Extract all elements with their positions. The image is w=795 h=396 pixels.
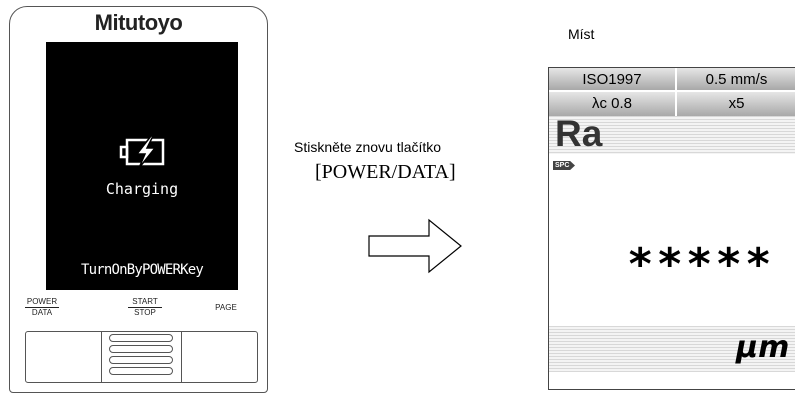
parameter-name: Ra xyxy=(555,113,603,154)
power-data-button[interactable] xyxy=(26,332,102,382)
start-stop-key-label: START STOP xyxy=(128,297,162,318)
speed-label: 0.5 mm/s xyxy=(677,68,795,92)
brand-logo: Mitutoyo xyxy=(94,10,183,35)
unit-label: μm xyxy=(736,330,790,365)
measurement-display: ISO1997 0.5 mm/s λc 0.8 x5 Ra SPC ***** … xyxy=(548,67,795,390)
unit-bar: μm xyxy=(549,326,795,372)
power-data-key-label: POWER DATA xyxy=(25,297,59,317)
button-ridge xyxy=(109,367,173,375)
instruction-key: [POWER/DATA] xyxy=(315,161,456,183)
cutoff-label: λc 0.8 xyxy=(549,92,677,116)
instruction-text: Stiskněte znovu tlačítko xyxy=(294,139,442,155)
display-caption: Míst xyxy=(568,26,595,42)
power-hint: TurnOnByPOWERKey xyxy=(80,262,204,278)
standard-label: ISO1997 xyxy=(549,68,677,92)
charging-status: Charging xyxy=(105,180,179,198)
button-ridge xyxy=(109,356,173,364)
parameter-bar: Ra xyxy=(549,113,795,154)
page-button[interactable] xyxy=(181,332,257,382)
measured-value: ***** xyxy=(627,239,775,290)
button-ridge xyxy=(109,345,173,353)
spc-badge: SPC xyxy=(553,161,575,170)
page-key-label: PAGE xyxy=(215,303,237,312)
start-stop-button[interactable] xyxy=(103,326,179,386)
right-arrow-icon xyxy=(368,218,462,274)
device-illustration: Mitutoyo Charging TurnOnByPOWERKey POWER… xyxy=(9,6,268,393)
button-ridge xyxy=(109,334,173,342)
sampling-label: x5 xyxy=(677,92,795,116)
battery-charging-icon xyxy=(119,135,165,169)
keypad xyxy=(25,331,258,383)
device-screen: Charging TurnOnByPOWERKey xyxy=(46,42,238,290)
